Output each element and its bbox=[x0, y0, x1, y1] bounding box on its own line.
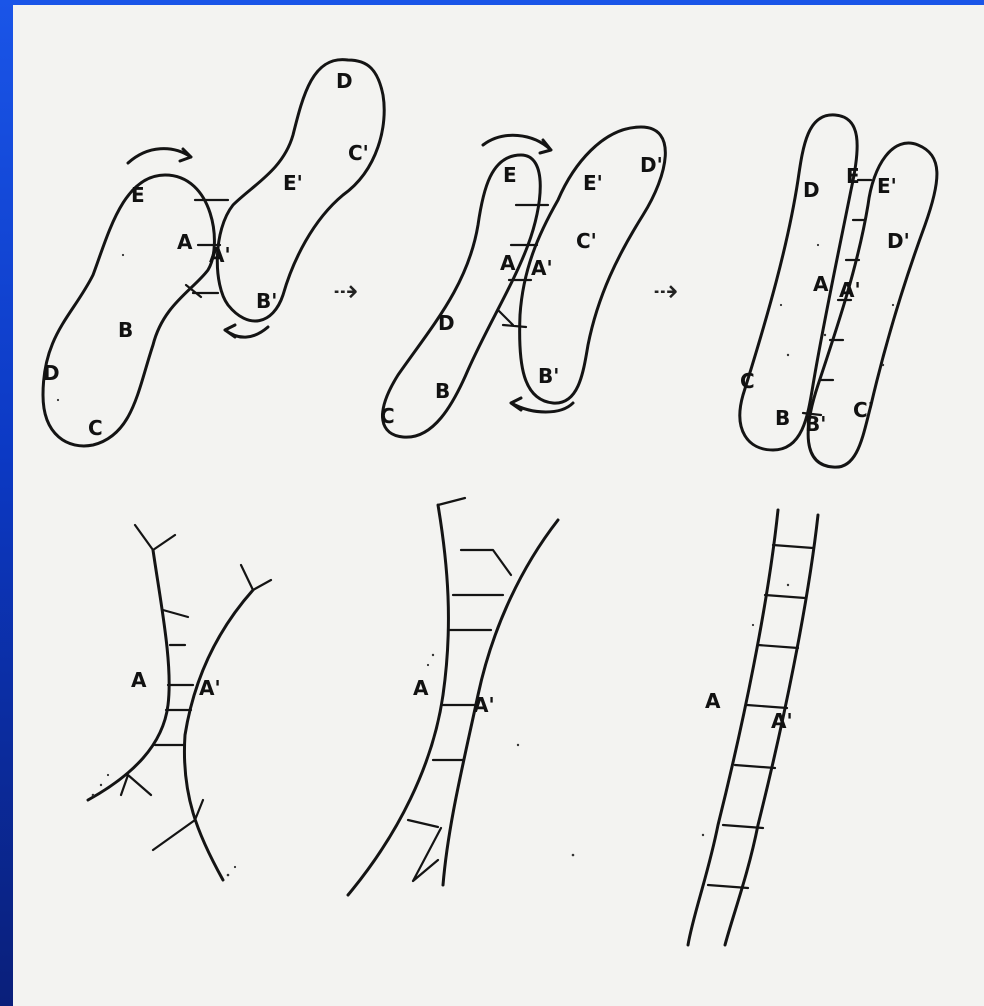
chromosome-left-outline-2 bbox=[383, 155, 541, 437]
label-A-prime-2: A' bbox=[531, 256, 553, 280]
label-D-top: D bbox=[336, 69, 353, 93]
label-E-prime-2: E' bbox=[583, 171, 603, 195]
label-B-prime: B' bbox=[256, 289, 277, 313]
label-E-2: E bbox=[503, 163, 517, 187]
detail-1-strands: A A' bbox=[88, 525, 271, 880]
progress-arrow-2: ⇢ bbox=[653, 274, 678, 309]
label-C: C bbox=[88, 416, 103, 440]
progress-arrow-1: ⇢ bbox=[333, 274, 358, 309]
rungs-3 bbox=[708, 545, 813, 888]
detail-3-label-A: A bbox=[705, 689, 721, 713]
label-D-prime-3: D' bbox=[887, 229, 910, 253]
label-C-3: C bbox=[740, 369, 755, 393]
rotation-arrow-bottom bbox=[225, 325, 268, 337]
stage-2-labels: E A A' D B C E' D' C' B' bbox=[380, 153, 663, 428]
label-B-3: B bbox=[775, 406, 790, 430]
label-C-prime: C' bbox=[348, 141, 369, 165]
label-C-prime-2: C' bbox=[576, 229, 597, 253]
strand-left-3 bbox=[688, 510, 778, 945]
detail-1-label-A-prime: A' bbox=[199, 676, 221, 700]
label-A-3: A bbox=[813, 272, 829, 296]
label-C-2: C bbox=[380, 404, 395, 428]
synapsis-diagram: E A A' B D C E' C' D B' ⇢ E A A' D B C E… bbox=[13, 5, 984, 1006]
label-C-prime-3: C' bbox=[853, 398, 874, 422]
label-E: E bbox=[131, 183, 145, 207]
detail-2-strands: A A' bbox=[348, 498, 558, 895]
strand-left-2 bbox=[348, 505, 448, 895]
label-B: B bbox=[118, 318, 133, 342]
label-A-2: A bbox=[500, 251, 516, 275]
strand-right-2 bbox=[443, 520, 558, 885]
label-D-3: D bbox=[803, 178, 820, 202]
label-D-prime-2: D' bbox=[640, 153, 663, 177]
strand-right-1 bbox=[184, 590, 253, 880]
stage-1-labels: E A A' B D C E' C' D B' bbox=[43, 69, 369, 440]
label-D: D bbox=[43, 361, 60, 385]
label-D-2: D bbox=[438, 311, 455, 335]
strand-left-1 bbox=[88, 550, 169, 800]
label-E-3: E bbox=[846, 164, 860, 188]
detail-3-label-A-prime: A' bbox=[771, 709, 793, 733]
detail-3-ladder: A A' bbox=[688, 510, 818, 945]
detail-2-label-A: A bbox=[413, 676, 429, 700]
label-B-2: B bbox=[435, 379, 450, 403]
label-B-prime-2: B' bbox=[538, 364, 559, 388]
label-A-prime-3: A' bbox=[839, 278, 861, 302]
detail-2-label-A-prime: A' bbox=[473, 693, 495, 717]
chromosome-left-outline bbox=[43, 175, 214, 446]
rotation-arrow-top-2 bbox=[483, 135, 551, 153]
rotation-arrow-top bbox=[128, 149, 191, 163]
stage-3-labels: D E A C B E' D' A' B' C' bbox=[740, 164, 910, 436]
diagram-panel: E A A' B D C E' C' D B' ⇢ E A A' D B C E… bbox=[13, 5, 984, 1006]
label-E-prime-3: E' bbox=[877, 174, 897, 198]
label-A-prime: A' bbox=[209, 243, 231, 267]
stage-2-chromosomes bbox=[383, 127, 666, 437]
label-B-prime-3: B' bbox=[805, 412, 826, 436]
label-A: A bbox=[177, 230, 193, 254]
label-E-prime: E' bbox=[283, 171, 303, 195]
detail-1-label-A: A bbox=[131, 668, 147, 692]
